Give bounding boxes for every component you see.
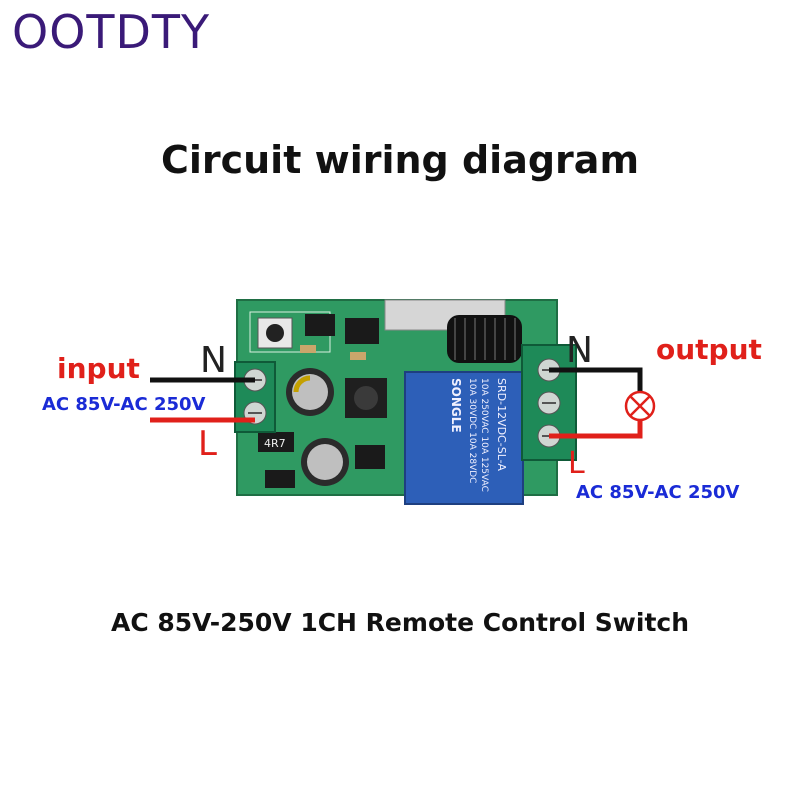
push-button-cap [266, 324, 284, 342]
input-neutral-label: N [200, 340, 227, 381]
ic-chip [305, 314, 335, 336]
input-live-label: L [198, 424, 217, 464]
inductor-mark: 4R7 [264, 437, 286, 450]
ic-chip [345, 318, 379, 344]
relay-rating-2: 10A 30VDC 10A 28VDC [467, 378, 477, 483]
output-live-wire [549, 420, 643, 439]
relay-body [404, 371, 524, 505]
antenna-coil [447, 315, 522, 363]
output-neutral-wire [549, 367, 643, 392]
output-neutral-label: N [566, 330, 593, 371]
output-live-label: L [568, 446, 585, 481]
output-voltage: AC 85V-AC 250V [576, 482, 740, 503]
smd-component [350, 352, 366, 360]
brand-logo: OOTDTY [12, 5, 211, 59]
ic-chip [355, 445, 385, 469]
product-caption: AC 85V-250V 1CH Remote Control Switch [110, 608, 690, 637]
relay-model: SRD-12VDC-SL-A [495, 378, 508, 471]
smd-inductor [258, 432, 294, 452]
relay-brand: SONGLE [449, 378, 463, 433]
ic-chip [265, 470, 295, 488]
output-label: output [656, 333, 762, 366]
diagram-title: Circuit wiring diagram [160, 138, 640, 182]
relay-rating-1: 10A 250VAC 10A 125VAC [479, 378, 489, 492]
input-label: input [57, 352, 140, 385]
input-voltage: AC 85V-AC 250V [42, 394, 206, 415]
smd-component [300, 345, 316, 353]
